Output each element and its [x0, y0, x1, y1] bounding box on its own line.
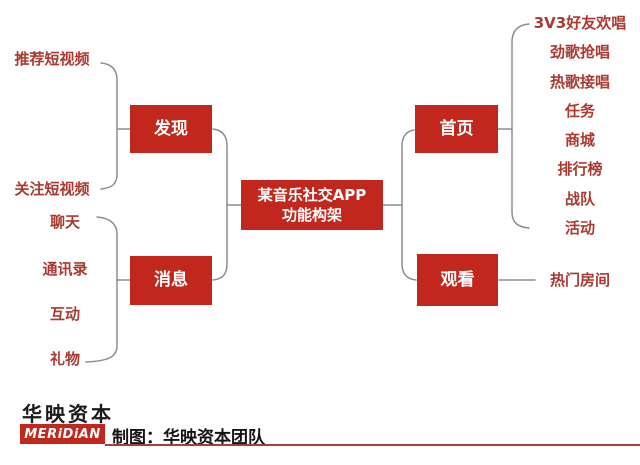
leaf-recommended-short-video: 推荐短视频: [14, 50, 90, 68]
leaf-hot-song-relay-sing: 热歌接唱: [549, 72, 610, 91]
root-node: 某音乐社交APP 功能构架: [241, 180, 383, 230]
leaf-followed-short-video: 关注短视频: [14, 180, 90, 198]
branch-node-discover-label: 发现: [154, 118, 188, 139]
branch-node-watch-label: 观看: [440, 269, 475, 290]
brace-root-right: [401, 129, 417, 281]
leaf-hot-rooms: 热门房间: [549, 271, 610, 289]
branch-node-home: 首页: [415, 105, 498, 153]
root-node-title-line1: 某音乐社交APP: [257, 185, 367, 204]
branch-node-discover: 发现: [130, 105, 212, 153]
branch-node-watch: 观看: [417, 254, 498, 306]
leaf-hit-song-grab-sing: 劲歌抢唱: [549, 43, 610, 62]
leaf-events: 活动: [564, 218, 595, 237]
leaf-gifts: 礼物: [49, 350, 80, 368]
brace-root-left: [212, 128, 228, 281]
brace-messages-children: [85, 216, 118, 363]
leaf-chat: 聊天: [49, 213, 80, 231]
leaf-3v3-friend-sing: 3V3好友欢唱: [533, 14, 627, 32]
branch-node-home-label: 首页: [439, 118, 474, 139]
branch-node-messages: 消息: [130, 256, 212, 305]
home-leaf-column: 3V3好友欢唱 劲歌抢唱 热歌接唱 任务 商城 排行榜 战队 活动: [516, 14, 640, 237]
brace-discover-children: [100, 62, 118, 190]
leaf-teams: 战队: [564, 189, 595, 208]
leaf-interaction: 互动: [49, 305, 80, 323]
leaf-contacts: 通讯录: [42, 260, 88, 278]
meridian-logo: MERiDiAN: [20, 424, 105, 444]
brand-name-chinese: 华映资本: [22, 402, 114, 426]
root-node-title-line2: 功能构架: [281, 206, 342, 224]
brace-home-children: [511, 23, 530, 229]
leaf-mall: 商城: [564, 131, 595, 150]
leaf-leaderboard: 排行榜: [557, 160, 603, 179]
footer-divider-line: [105, 444, 640, 446]
branch-node-messages-label: 消息: [154, 270, 188, 291]
leaf-tasks: 任务: [564, 101, 595, 120]
credit-text: 制图：华映资本团队: [112, 428, 265, 448]
